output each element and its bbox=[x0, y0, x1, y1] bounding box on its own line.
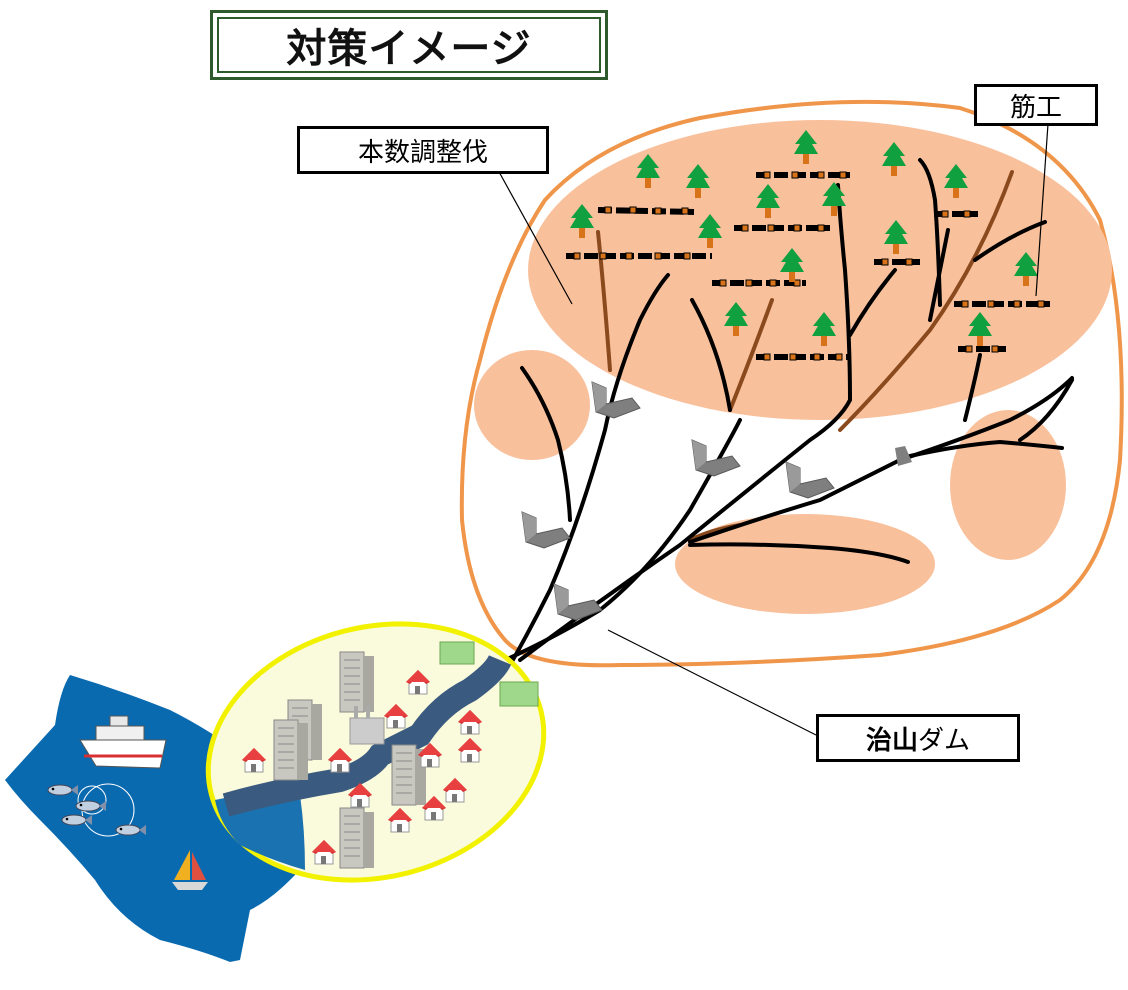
eroded-streams bbox=[596, 170, 1014, 542]
forest-patch-left bbox=[474, 350, 590, 460]
label-check-dam: 治山ダム bbox=[816, 714, 1020, 762]
rice-fields bbox=[439, 641, 539, 707]
label-check-dam-bold: 治山 bbox=[865, 725, 918, 756]
label-thinning: 本数調整伐 bbox=[297, 126, 549, 174]
leader-lines bbox=[497, 123, 1049, 736]
title-frame: 対策イメージ bbox=[210, 10, 608, 80]
check-dams bbox=[521, 381, 912, 621]
label-check-dam-rest: ダム bbox=[918, 725, 971, 756]
fish-school bbox=[47, 783, 147, 837]
forest-patch-bottom bbox=[675, 514, 935, 614]
town-buildings bbox=[273, 651, 427, 869]
ship bbox=[79, 715, 167, 769]
fence-posts bbox=[573, 171, 1045, 361]
forest-patch-upper bbox=[528, 120, 1112, 420]
page-title: 対策イメージ bbox=[217, 17, 601, 73]
streams bbox=[503, 158, 1074, 667]
label-fence: 筋工 bbox=[974, 84, 1098, 126]
sailboat bbox=[172, 850, 208, 890]
forest-patch-right bbox=[950, 410, 1066, 560]
